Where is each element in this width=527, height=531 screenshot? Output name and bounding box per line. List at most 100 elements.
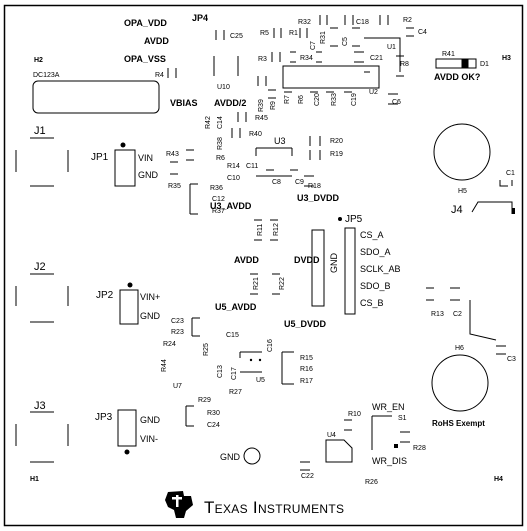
label-j4: J4 — [451, 204, 463, 216]
ref-r22: R22 — [279, 277, 286, 290]
ref-r36: R36 — [210, 185, 223, 192]
label-j1: J1 — [34, 125, 46, 137]
ref-r38: R38 — [217, 137, 224, 150]
ref-r13: R13 — [431, 311, 444, 318]
jp2-header — [119, 289, 139, 325]
label-u5-avdd: U5_AVDD — [215, 302, 257, 312]
ref-r19: R19 — [330, 151, 343, 158]
label-cs-b: CS_B — [360, 298, 384, 308]
ref-r12: R12 — [273, 223, 280, 236]
label-jp2: JP2 — [96, 290, 114, 301]
ref-c10: C10 — [227, 175, 240, 182]
ref-c13: C13 — [217, 365, 224, 378]
board-outline — [3, 4, 524, 527]
ref-r23: R23 — [171, 329, 184, 336]
ref-r27: R27 — [229, 389, 242, 396]
ref-r2: R2 — [403, 17, 412, 24]
jp1-header — [114, 149, 136, 187]
label-battery: DC123A — [33, 72, 60, 79]
label-u3-avdd: U3_AVDD — [210, 201, 252, 211]
label-u3-dvdd: U3_DVDD — [297, 193, 340, 203]
ref-r7: R7 — [284, 95, 291, 104]
connector-outline-right — [469, 300, 497, 341]
ref-r24: R24 — [163, 341, 176, 348]
ref-r9: R9 — [270, 101, 277, 110]
label-sdo-a: SDO_A — [360, 247, 391, 257]
label-jp1-vin: VIN — [138, 153, 153, 163]
label-rohs: RoHS Exempt — [432, 419, 485, 428]
ref-u2: U2 — [369, 89, 378, 96]
ref-r14: R14 — [227, 163, 240, 170]
label-cs-a: CS_A — [360, 230, 384, 240]
ref-r39: R39 — [258, 99, 265, 112]
ref-r40: R40 — [249, 131, 262, 138]
label-jp5-gnd: GND — [329, 253, 339, 274]
ref-r32: R32 — [298, 19, 311, 26]
ref-u4: U4 — [327, 432, 336, 439]
ref-r30: R30 — [207, 410, 220, 417]
jp3-header — [117, 409, 137, 447]
ref-c23: C23 — [171, 318, 184, 325]
label-h4: H4 — [494, 476, 503, 483]
ref-r21: R21 — [253, 277, 260, 290]
ref-c18: C18 — [356, 19, 369, 26]
label-jp3-vinm: VIN- — [140, 434, 158, 444]
ref-r44: R44 — [161, 359, 168, 372]
label-vbias: VBIAS — [170, 98, 198, 108]
ref-c17: C17 — [231, 367, 238, 380]
j1-outline — [15, 137, 69, 187]
ref-r28: R28 — [413, 445, 426, 452]
ref-c4: C4 — [418, 29, 427, 36]
ref-r25: R25 — [203, 343, 210, 356]
s1-outline — [371, 415, 392, 450]
u3-outline — [255, 147, 293, 177]
ref-r33: R33 — [331, 93, 338, 106]
ref-r18: R18 — [308, 183, 321, 190]
label-gnd-testpoint: GND — [220, 452, 241, 462]
ref-c1: C1 — [506, 170, 515, 177]
ref-r41: R41 — [442, 51, 455, 58]
jp2-pin1-dot — [127, 282, 133, 288]
ref-c7: C7 — [310, 41, 317, 50]
ref-s1: S1 — [398, 415, 407, 422]
ref-r6: R6 — [298, 95, 305, 104]
ti-logo-text: Texas Instruments — [204, 498, 344, 517]
ref-r4: R4 — [155, 72, 164, 79]
label-h2: H2 — [34, 57, 43, 64]
ref-r42: R42 — [205, 116, 212, 129]
label-j3: J3 — [34, 400, 46, 412]
label-sclk-ab: SCLK_AB — [360, 264, 401, 274]
battery-holder — [32, 80, 160, 114]
label-avdd-half: AVDD/2 — [214, 98, 246, 108]
j3-outline — [15, 411, 69, 463]
label-h3: H3 — [502, 55, 511, 62]
label-wr-en: WR_EN — [372, 402, 405, 412]
ref-u5: U5 — [256, 377, 265, 384]
j4-outline — [471, 201, 513, 214]
ref-r11: R11 — [257, 224, 264, 236]
ref-r29: R29 — [198, 397, 211, 404]
ref-r31: R31 — [320, 31, 327, 44]
ref-c20: C20 — [314, 93, 321, 106]
jp1-pin1-dot — [120, 142, 126, 148]
ref-c25: C25 — [230, 33, 243, 40]
jp5-header — [311, 229, 325, 307]
label-jp3-gnd: GND — [140, 415, 161, 425]
ti-logo-icon — [165, 491, 193, 518]
ref-c19: C19 — [351, 93, 358, 106]
ref-r15: R15 — [300, 355, 313, 362]
ref-c22: C22 — [301, 473, 314, 480]
ref-u10: U10 — [217, 84, 230, 91]
label-opa-vss: OPA_VSS — [124, 54, 166, 64]
u5-outline — [239, 351, 262, 373]
label-jp4: JP4 — [192, 13, 208, 23]
j2-outline — [15, 273, 69, 323]
ref-r43: R43 — [166, 151, 179, 158]
label-avdd-top: AVDD — [144, 36, 169, 46]
jp4-outline — [213, 30, 239, 76]
ref-r10: R10 — [348, 411, 361, 418]
ref-u1: U1 — [387, 44, 396, 51]
u4-outline — [325, 439, 353, 463]
jp5-pin1-dot — [338, 217, 342, 221]
ref-c3: C3 — [507, 356, 516, 363]
